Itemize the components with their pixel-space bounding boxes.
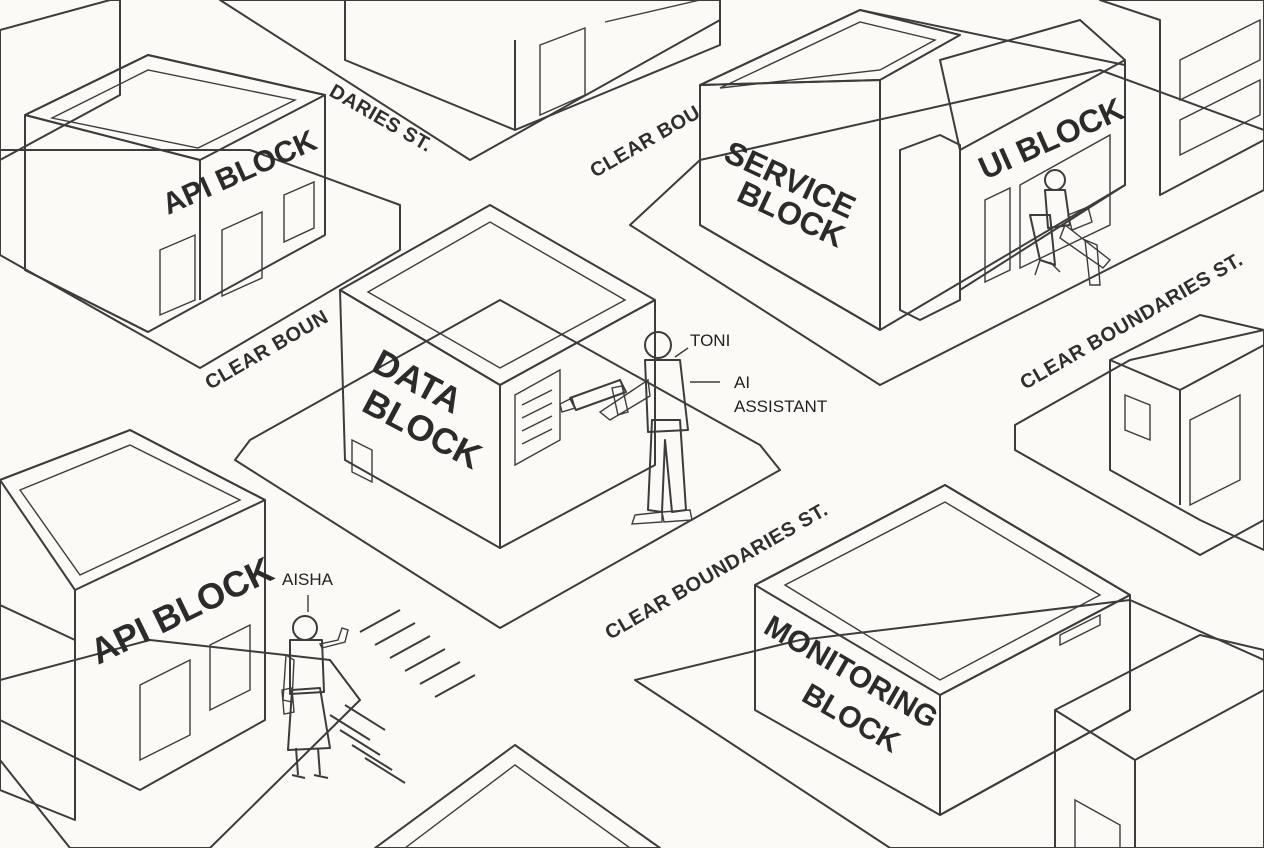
- building-bottom-center: [374, 744, 661, 848]
- seated-person-with-tablet: [1029, 169, 1112, 286]
- aisha-label: AISHA: [282, 570, 334, 589]
- toni-label: TONI: [690, 331, 730, 350]
- crosswalk-bottom: [329, 704, 406, 784]
- toni-callout: TONI AI ASSISTANT: [674, 331, 827, 416]
- building-top-middle: [344, 0, 721, 131]
- connector-pillar: [899, 134, 961, 321]
- ai-assistant-label-line1: AI: [734, 373, 750, 392]
- crosswalk-top: [359, 609, 476, 698]
- aisha-callout: AISHA: [282, 570, 334, 612]
- building-top-right: [1099, 0, 1264, 196]
- toni-figure[interactable]: [559, 331, 693, 525]
- building-left-edge: [0, 0, 121, 161]
- aisha-figure[interactable]: [281, 615, 349, 779]
- building-bottom-right: [1054, 634, 1264, 848]
- building-middle-right: [1109, 314, 1264, 551]
- ai-assistant-label-line2: ASSISTANT: [734, 397, 827, 416]
